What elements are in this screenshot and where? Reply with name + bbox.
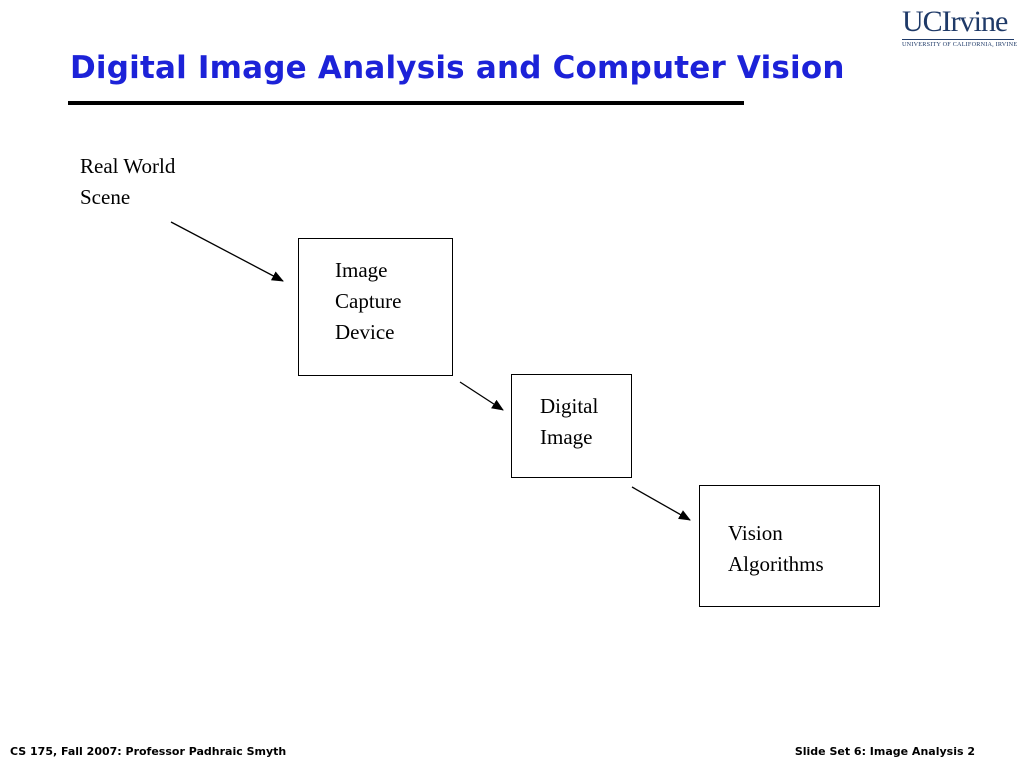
label-line: Real World xyxy=(80,154,176,178)
title-underline xyxy=(68,101,744,105)
arrow-capture-to-digital-image xyxy=(459,381,504,411)
logo-subtitle: UNIVERSITY OF CALIFORNIA, IRVINE xyxy=(902,41,1018,48)
node-label: Image Capture Device xyxy=(335,255,401,348)
footer-slide-set: Slide Set 6: Image Analysis 2 xyxy=(794,745,975,758)
label-line: Vision xyxy=(728,521,783,545)
digital-image-box: Digital Image xyxy=(511,374,632,478)
vision-algorithms-box: Vision Algorithms xyxy=(699,485,880,607)
real-world-scene-label: Real World Scene xyxy=(80,151,175,213)
label-line: Scene xyxy=(80,185,131,209)
arrow-digital-image-to-vision xyxy=(631,486,691,521)
node-label: Vision Algorithms xyxy=(728,518,824,580)
logo-wordmark: UCIrvine xyxy=(902,5,1008,38)
slide-title: Digital Image Analysis and Computer Visi… xyxy=(70,50,845,86)
label-line: Image xyxy=(335,258,388,282)
image-capture-device-box: Image Capture Device xyxy=(298,238,453,376)
label-line: Device xyxy=(335,320,395,344)
node-label: Digital Image xyxy=(540,391,598,453)
arrow-scene-to-capture xyxy=(170,221,284,282)
label-line: Digital xyxy=(540,394,599,418)
footer-course: CS 175, Fall 2007: Professor Padhraic Sm… xyxy=(10,745,287,758)
label-line: Image xyxy=(540,425,593,449)
uci-logo: UCIrvine UNIVERSITY OF CALIFORNIA, IRVIN… xyxy=(900,5,1018,48)
label-line: Algorithms xyxy=(728,552,824,576)
logo-rule xyxy=(902,39,1014,40)
label-line: Capture xyxy=(335,289,402,313)
